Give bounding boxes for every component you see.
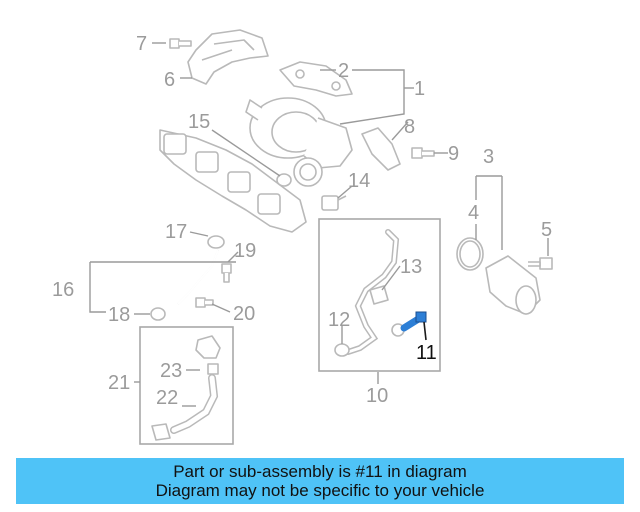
- part-6-heat-shield: [187, 29, 269, 85]
- leader-lines: [89, 42, 549, 407]
- part-17-gasket: [207, 235, 225, 249]
- exhaust-manifold: [159, 129, 307, 233]
- part-10-oil-line: [345, 229, 400, 355]
- banner-disclaimer-line: Diagram may not be specific to your vehi…: [155, 481, 485, 500]
- callout-23: 23: [160, 360, 182, 382]
- callout-1: 1: [414, 78, 425, 100]
- part-1-turbocharger: [245, 97, 353, 187]
- callout-18: 18: [108, 304, 130, 326]
- callout-4: 4: [468, 202, 479, 224]
- callout-17: 17: [165, 221, 187, 243]
- part-20-bolt: [195, 297, 214, 308]
- callout-6: 6: [164, 69, 175, 91]
- banner-part-line: Part or sub-assembly is #11 in diagram: [173, 462, 467, 481]
- part-13-clip: [369, 285, 389, 305]
- part-5-bolt: [528, 257, 553, 270]
- callout-2: 2: [338, 60, 349, 82]
- assembly-box-10: [318, 218, 441, 372]
- part-2-gasket: [279, 61, 353, 97]
- part-15-o-ring: [276, 173, 292, 187]
- callout-19: 19: [234, 240, 256, 262]
- callout-numbers: 7 6 2 1 8 9 3 4 5 15 14 17 19 16 18 20 2…: [52, 33, 552, 409]
- part-9-bolt: [411, 147, 435, 159]
- callout-9: 9: [448, 143, 459, 165]
- callout-3: 3: [483, 146, 494, 168]
- part-8-bracket: [361, 127, 401, 171]
- callout-8: 8: [404, 116, 415, 138]
- parts-diagram: 7 6 2 1 8 9 3 4 5 15 14 17 19 16 18 20 2…: [52, 29, 553, 445]
- callout-21: 21: [108, 372, 130, 394]
- callout-15: 15: [188, 111, 210, 133]
- part-23-fitting: [195, 335, 221, 375]
- callout-11: 11: [416, 342, 437, 364]
- info-banner: Part or sub-assembly is #11 in diagram D…: [16, 458, 624, 504]
- part-7-bolt: [169, 38, 192, 49]
- part-19-bolt: [221, 263, 232, 283]
- part-12-washer: [334, 343, 350, 357]
- part-14-fitting: [321, 195, 347, 211]
- part-11-banjo-bolt: [391, 311, 427, 337]
- part-22-hose: [151, 374, 219, 441]
- callout-7: 7: [136, 33, 147, 55]
- part-4-o-ring: [456, 237, 484, 271]
- callout-20: 20: [233, 303, 255, 325]
- callout-10: 10: [366, 385, 388, 407]
- callout-14: 14: [348, 170, 370, 192]
- callout-13: 13: [400, 256, 422, 278]
- part-3-housing: [485, 255, 541, 315]
- assembly-box-21: [139, 326, 234, 445]
- callout-22: 22: [156, 387, 178, 409]
- part-16-pipe: [177, 249, 219, 305]
- part-18-o-ring: [150, 307, 166, 321]
- callout-12: 12: [328, 309, 350, 331]
- callout-16: 16: [52, 279, 74, 301]
- callout-5: 5: [541, 219, 552, 241]
